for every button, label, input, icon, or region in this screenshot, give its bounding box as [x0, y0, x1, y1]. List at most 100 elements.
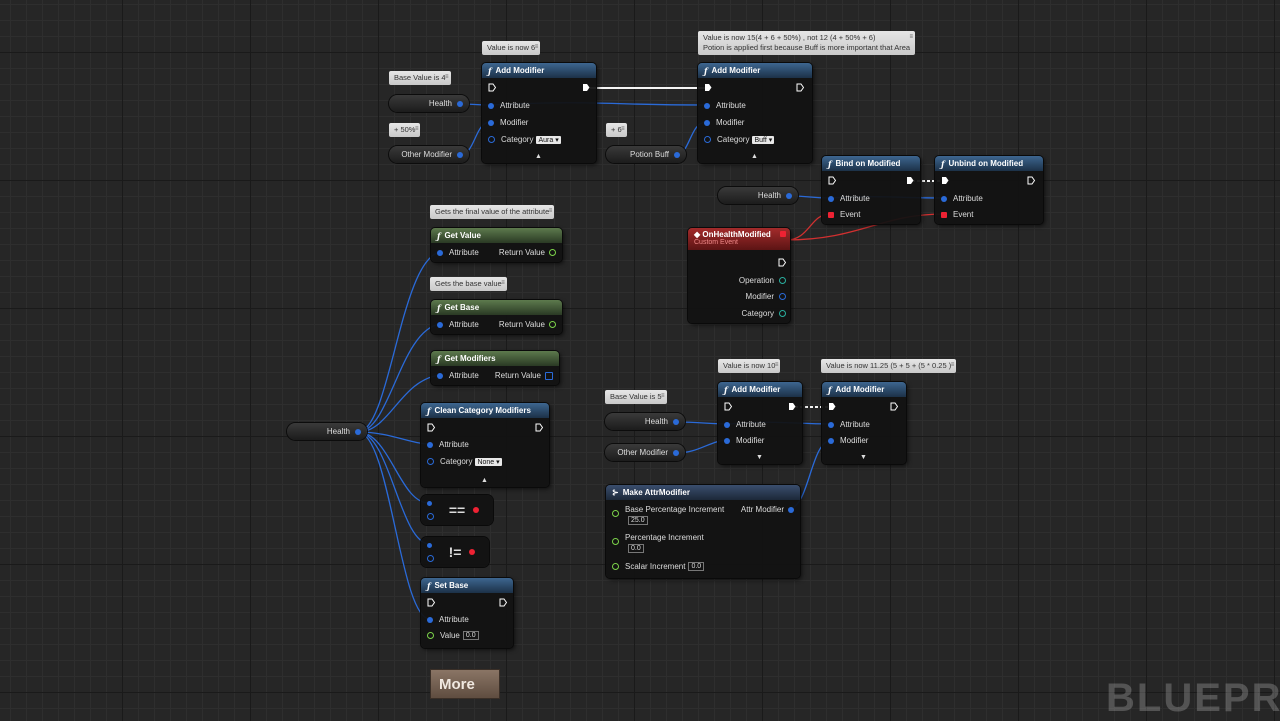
- output-pin[interactable]: [673, 449, 679, 456]
- modifier-pin[interactable]: Modifier: [704, 118, 744, 127]
- attr-modifier-output-pin[interactable]: Attr Modifier: [741, 505, 794, 514]
- comment-bubble[interactable]: + 6≡: [606, 123, 627, 137]
- modifier-pin[interactable]: Modifier: [828, 436, 868, 445]
- collapse-arrow-icon[interactable]: ▼: [860, 454, 867, 461]
- other-modifier-variable[interactable]: Other Modifier: [389, 146, 469, 163]
- output-pin[interactable]: [674, 151, 680, 158]
- make-attr-modifier-node[interactable]: ⊱Make AttrModifier Base Percentage Incre…: [606, 485, 800, 578]
- value-input[interactable]: 0.0: [628, 544, 644, 553]
- collapse-arrow-icon[interactable]: ▲: [535, 153, 542, 160]
- equal-operator-node[interactable]: ==: [421, 495, 493, 525]
- input-pin[interactable]: [427, 555, 434, 562]
- comment-bubble[interactable]: Value is now 10≡: [718, 359, 781, 373]
- category-combo[interactable]: Buff ▾: [752, 135, 775, 144]
- attribute-pin[interactable]: Attribute: [437, 371, 479, 380]
- exec-in-pin[interactable]: [488, 83, 496, 92]
- return-value-pin[interactable]: Return Value: [499, 320, 556, 329]
- return-value-pin[interactable]: Return Value: [499, 248, 556, 257]
- more-button[interactable]: More: [430, 669, 500, 699]
- exec-in-pin[interactable]: [941, 176, 949, 185]
- comment-bubble[interactable]: Value is now 15(4 + 6 + 50%) , not 12 (4…: [698, 31, 916, 55]
- attribute-pin[interactable]: Attribute: [437, 248, 479, 257]
- attribute-pin[interactable]: Attribute: [427, 440, 469, 449]
- category-pin[interactable]: Category: [742, 309, 786, 318]
- exec-in-pin[interactable]: [704, 83, 712, 92]
- value-input[interactable]: 25.0: [628, 516, 648, 525]
- output-pin[interactable]: [673, 418, 679, 425]
- health-variable[interactable]: Health: [389, 95, 469, 112]
- category-combo[interactable]: None ▾: [475, 457, 502, 466]
- attribute-pin[interactable]: Attribute: [828, 194, 870, 203]
- modifier-pin[interactable]: Modifier: [488, 118, 528, 127]
- delegate-pin[interactable]: [780, 231, 786, 237]
- value-input[interactable]: 0.0: [462, 631, 479, 640]
- potion-buff-variable[interactable]: Potion Buff: [606, 146, 686, 163]
- exec-in-pin[interactable]: [724, 402, 732, 411]
- attribute-pin[interactable]: Attribute: [488, 101, 530, 110]
- output-pin[interactable]: [473, 507, 479, 513]
- return-value-pin[interactable]: Return Value: [495, 371, 553, 380]
- exec-out-pin[interactable]: [788, 402, 796, 411]
- exec-in-pin[interactable]: [828, 402, 836, 411]
- comment-bubble[interactable]: Gets the base value≡: [430, 277, 507, 291]
- attribute-pin[interactable]: Attribute: [724, 420, 766, 429]
- attribute-pin[interactable]: Attribute: [704, 101, 746, 110]
- attribute-pin[interactable]: Attribute: [437, 320, 479, 329]
- exec-in-pin[interactable]: [427, 598, 435, 607]
- comment-bubble[interactable]: Base Value is 5≡: [605, 390, 667, 404]
- output-pin[interactable]: [457, 100, 463, 107]
- exec-out-pin[interactable]: [535, 423, 543, 432]
- comment-bubble[interactable]: Value is now 11.25 (5 + 5 + (5 * 0.25 )≡: [821, 359, 957, 373]
- comment-bubble[interactable]: Base Value is 4≡: [389, 71, 451, 85]
- exec-out-pin[interactable]: [778, 258, 786, 267]
- attribute-pin[interactable]: Attribute: [828, 420, 870, 429]
- comment-bubble[interactable]: Value is now 6≡: [482, 41, 541, 55]
- attribute-pin[interactable]: Attribute: [941, 194, 983, 203]
- exec-in-pin[interactable]: [828, 176, 836, 185]
- collapse-arrow-icon[interactable]: ▲: [751, 153, 758, 160]
- exec-in-pin[interactable]: [427, 423, 435, 432]
- exec-out-pin[interactable]: [582, 83, 590, 92]
- health-variable[interactable]: Health: [605, 413, 685, 430]
- health-variable[interactable]: Health: [718, 187, 798, 204]
- output-pin[interactable]: [786, 192, 792, 199]
- output-pin[interactable]: [457, 151, 463, 158]
- modifier-pin[interactable]: Modifier: [746, 292, 786, 301]
- value-input[interactable]: 0.0: [688, 562, 705, 571]
- health-variable[interactable]: Health: [287, 423, 367, 440]
- other-modifier-variable[interactable]: Other Modifier: [605, 444, 685, 461]
- category-combo[interactable]: Aura ▾: [536, 135, 561, 144]
- output-pin[interactable]: [469, 549, 475, 555]
- exec-out-pin[interactable]: [796, 83, 804, 92]
- exec-out-pin[interactable]: [499, 598, 507, 607]
- collapse-arrow-icon[interactable]: ▲: [481, 477, 488, 484]
- operation-pin[interactable]: Operation: [739, 276, 786, 285]
- comment-bubble[interactable]: Gets the final value of the attribute≡: [430, 205, 555, 219]
- input-pin[interactable]: [427, 543, 432, 548]
- event-pin[interactable]: Event: [941, 210, 973, 219]
- event-pin[interactable]: Event: [828, 210, 860, 219]
- exec-out-pin[interactable]: [890, 402, 898, 411]
- output-pin[interactable]: [355, 428, 361, 435]
- input-pin[interactable]: [427, 501, 432, 506]
- exec-out-pin[interactable]: [906, 176, 914, 185]
